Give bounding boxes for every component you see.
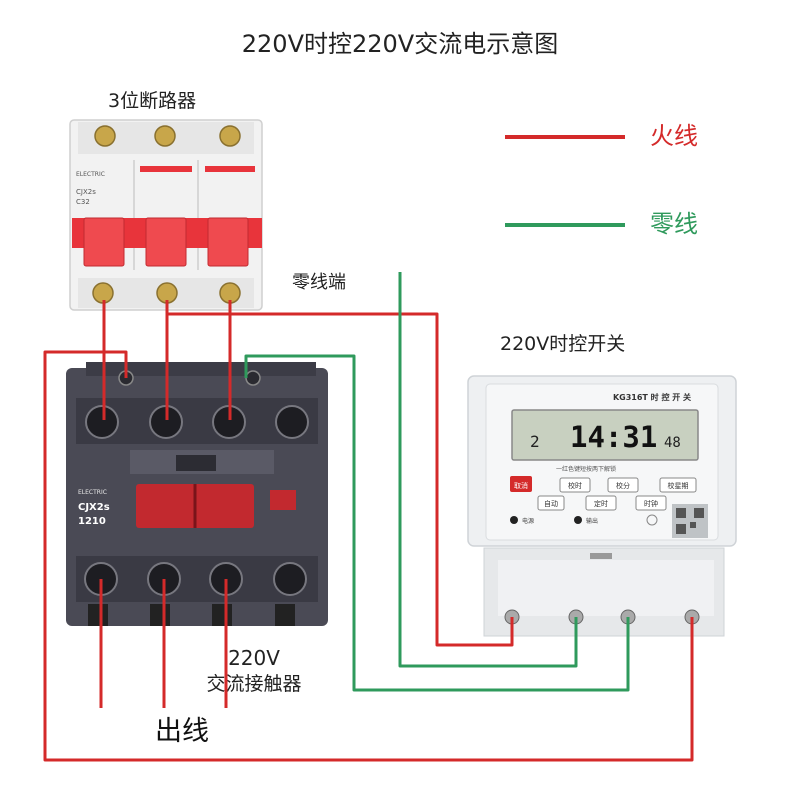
auto-button[interactable] (537, 495, 565, 511)
circuit-breaker: ELECTRIC CJX2s C32 (69, 119, 263, 311)
terminal-screw-icon (85, 405, 119, 439)
wires (43, 272, 694, 762)
breaker-label: 3位断路器 (108, 90, 196, 112)
schedule-label: 定时 (594, 499, 608, 508)
diagram-title: 220V时控220V交流电示意图 (242, 30, 558, 58)
contactor-label-line1: 220V (228, 646, 280, 670)
screw-icon (219, 125, 241, 147)
cancel-button-label: 取消 (514, 481, 528, 490)
lcd-day: 2 (530, 432, 540, 451)
power-led-icon (510, 516, 518, 524)
contactor-label-line2: 交流接触器 (206, 673, 301, 695)
lcd-seconds: 48 (664, 435, 681, 451)
contactor-brand: ELECTRIC (78, 489, 107, 496)
clock-label: 时钟 (644, 499, 658, 508)
auto-label: 自动 (544, 499, 558, 508)
timer-label: 220V时控开关 (500, 333, 625, 355)
timer-model: KG316T 时 控 开 关 (613, 392, 691, 402)
timer-instruction: 一红色键短按两下解锁 (556, 465, 616, 473)
live-wire (167, 312, 514, 647)
schedule-button[interactable] (585, 495, 617, 511)
cert-mark-icon (646, 514, 658, 526)
ac-contactor: ELECTRIC CJX2s 1210 (66, 362, 328, 626)
contactor-rating: 1210 (78, 516, 106, 527)
timer-switch: KG316T 时 控 开 关 2 14:31 48 一红色键短按两下解锁 取消 … (467, 375, 737, 637)
set-minute-label: 校分 (616, 481, 630, 490)
set-hour-label: 校时 (568, 481, 582, 490)
output-led-label: 输出 (586, 517, 598, 525)
live-wire (43, 350, 694, 762)
legend-neutral-label: 零线 (650, 210, 698, 238)
neutral-terminal-label: 零线端 (292, 272, 346, 293)
lcd-time: 14:31 (570, 420, 657, 454)
breaker-handle[interactable] (83, 217, 125, 267)
power-led-label: 电源 (522, 517, 534, 525)
set-week-label: 校星期 (668, 481, 689, 490)
output-led-icon (574, 516, 582, 524)
set-hour-button[interactable] (559, 477, 591, 493)
legend-live-label: 火线 (650, 122, 698, 150)
output-label: 出线 (155, 716, 209, 747)
breaker-model: CJX2s (76, 188, 96, 196)
neutral-wire (244, 354, 630, 692)
breaker-handle[interactable] (207, 217, 249, 267)
neutral-wire (398, 272, 578, 668)
screw-icon (154, 125, 176, 147)
breaker-brand: ELECTRIC (76, 171, 105, 178)
set-minute-button[interactable] (607, 477, 639, 493)
contactor-model: CJX2s (78, 502, 110, 513)
terminal-screw-icon (275, 405, 309, 439)
set-week-button[interactable] (659, 477, 697, 493)
lcd-display (511, 409, 699, 461)
screw-icon (94, 125, 116, 147)
breaker-handle[interactable] (145, 217, 187, 267)
cancel-button[interactable] (510, 476, 532, 492)
clock-button[interactable] (635, 495, 667, 511)
terminal-screw-icon (273, 562, 307, 596)
breaker-rating: C32 (76, 198, 90, 206)
